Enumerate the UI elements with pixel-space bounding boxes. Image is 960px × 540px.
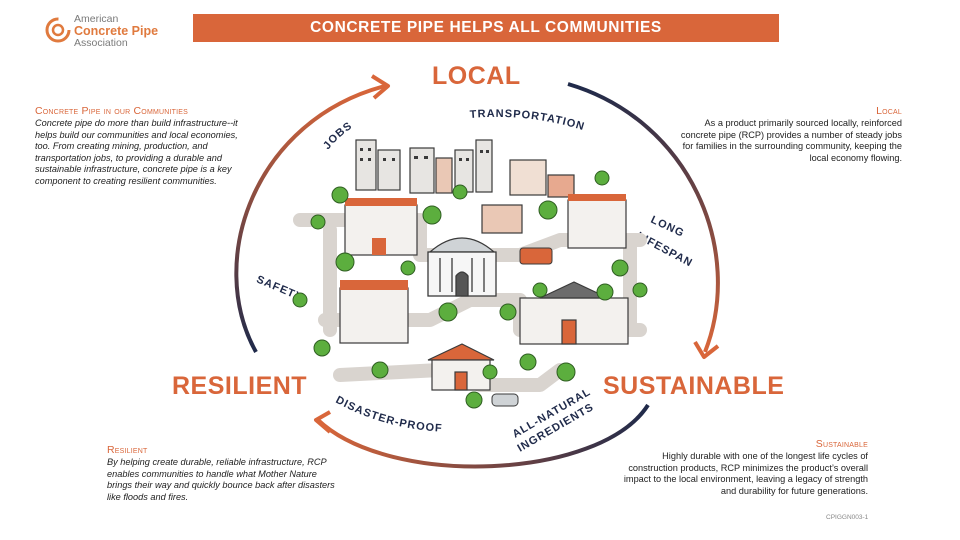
panel-communities-body: Concrete pipe do more than build infrast… xyxy=(35,118,238,186)
acpa-logo: American Concrete Pipe Association xyxy=(44,13,184,49)
ring-label-disaster-proof: DISASTER-PROOF xyxy=(334,394,443,435)
logo-line-2: Concrete Pipe xyxy=(74,24,159,38)
panel-resilient-heading: Resilient xyxy=(107,444,148,456)
arrowhead-local xyxy=(370,74,390,100)
logo-line-1: American xyxy=(74,13,119,25)
skyline xyxy=(355,139,575,198)
logo-line-3: Association xyxy=(74,37,128,49)
page-title-banner: CONCRETE PIPE HELPS ALL COMMUNITIES xyxy=(193,14,779,42)
trees xyxy=(292,170,648,409)
arrowhead-sustainable xyxy=(693,340,720,359)
city-illustration xyxy=(292,139,648,409)
panel-sustainable: Sustainable Highly durable with one of t… xyxy=(622,438,868,497)
panel-sustainable-body: Highly durable with one of the longest l… xyxy=(623,451,868,496)
panel-local: Local As a product primarily sourced loc… xyxy=(678,105,902,164)
panel-local-body: As a product primarily sourced locally, … xyxy=(680,118,902,163)
arrow-sustainable-to-resilient xyxy=(316,403,650,469)
house xyxy=(427,343,495,391)
label-resilient: RESILIENT xyxy=(172,372,308,400)
panel-resilient-body: By helping create durable, reliable infr… xyxy=(107,457,335,502)
panel-local-heading: Local xyxy=(876,105,902,117)
ring-label-transportation: TRANSPORTATION xyxy=(469,108,586,133)
building-lower-left xyxy=(339,287,409,344)
panel-resilient: Resilient By helping create durable, rel… xyxy=(107,444,337,503)
label-local: LOCAL xyxy=(432,62,521,90)
acpa-logo-icon xyxy=(45,17,71,43)
label-sustainable: SUSTAINABLE xyxy=(603,372,785,400)
cycle-arrows xyxy=(234,74,720,469)
capitol-building xyxy=(427,237,497,297)
panel-communities: Concrete Pipe in our Communities Concret… xyxy=(35,105,240,188)
skyline-windows xyxy=(360,148,489,161)
bus xyxy=(519,247,553,265)
arrow-local-to-sustainable xyxy=(567,82,720,353)
arrowhead-resilient xyxy=(314,410,332,434)
building-right xyxy=(567,199,627,249)
ring-label-long: LONG xyxy=(649,214,687,240)
ring-label-jobs: JOBS xyxy=(321,120,355,152)
school-building xyxy=(519,281,629,345)
car xyxy=(491,393,519,407)
panel-sustainable-heading: Sustainable xyxy=(815,438,868,450)
panel-communities-heading: Concrete Pipe in our Communities xyxy=(35,105,189,117)
arrow-resilient-to-local xyxy=(234,84,386,353)
document-code: CPIGGN003-1 xyxy=(826,514,869,521)
station xyxy=(481,204,523,234)
